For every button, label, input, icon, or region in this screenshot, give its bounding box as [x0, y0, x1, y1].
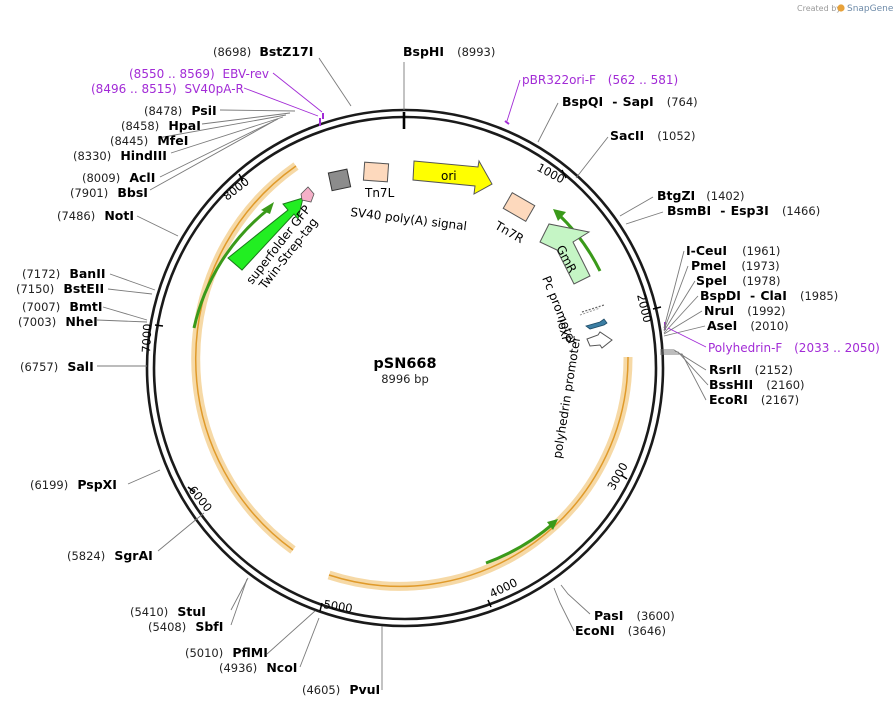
scale-ticks — [154, 169, 662, 612]
orf-arrow-gmr-head — [553, 209, 566, 221]
sv40-polya-feature[interactable] — [327, 168, 352, 192]
orf-arrow-left — [192, 206, 271, 329]
plasmid-name: pSN668 — [373, 356, 436, 372]
site-noti[interactable]: (7486) NotI — [57, 205, 134, 224]
tn7l-feature[interactable] — [362, 161, 390, 183]
site-bsshii[interactable]: BssHII (2160) — [709, 374, 805, 393]
orf-arrow-left-head — [261, 202, 274, 214]
site-mfei[interactable]: (8445) MfeI — [110, 130, 188, 149]
snapgene-brand-text: SnapGene — [847, 4, 894, 14]
primer-polyhedrin-f[interactable]: Polyhedrin-F (2033 .. 2050) — [708, 341, 880, 355]
sv40-polya-label: SV40 poly(A) signal — [350, 205, 468, 233]
site-pasi[interactable]: PasI (3600) — [594, 605, 675, 624]
site-bspdi-clai[interactable]: BspDI - ClaI (1985) — [700, 285, 838, 304]
loxp-label: loxP — [554, 317, 574, 344]
site-ecori[interactable]: EcoRI (2167) — [709, 389, 799, 408]
backbone-outer — [145, 108, 665, 628]
site-econi[interactable]: EcoNI (3646) — [575, 620, 666, 639]
polyhedrin-promoter-label: polyhedrin promoter — [550, 335, 583, 459]
twin-strep-tag-feature[interactable] — [300, 186, 315, 203]
primer-leader-lines — [243, 72, 707, 348]
site-bsteii[interactable]: (7150) BstEII — [16, 278, 104, 297]
orf-arc-right — [327, 356, 633, 591]
site-bstz17i[interactable]: (8698) BstZ17I — [213, 41, 313, 60]
site-bsmbi-esp3i[interactable]: BsmBI - Esp3I (1466) — [667, 200, 820, 219]
primer-pbr322ori-f[interactable]: pBR322ori-F (562 .. 581) — [522, 73, 678, 87]
gmr-feature[interactable] — [539, 223, 591, 285]
tick-label-4000: 4000 — [487, 575, 519, 600]
site-sali[interactable]: (6757) SalI — [20, 356, 94, 375]
site-sacii[interactable]: SacII (1052) — [610, 125, 696, 144]
site-pmei[interactable]: PmeI (1973) — [691, 255, 780, 274]
site-spei[interactable]: SpeI (1978) — [696, 270, 780, 289]
loxp-feature[interactable] — [585, 318, 608, 330]
primer-sv40pa-r[interactable]: (8496 .. 8515) SV40pA-R — [91, 82, 244, 96]
site-i-ceui[interactable]: I-CeuI (1961) — [686, 240, 780, 259]
site-psii[interactable]: (8478) PsiI — [144, 100, 217, 119]
tn7r-label: Tn7R — [492, 218, 527, 246]
ori-feature[interactable] — [412, 159, 493, 195]
superfolder-gfp-feature[interactable] — [227, 197, 304, 271]
site-pspxi[interactable]: (6199) PspXI — [30, 474, 117, 493]
orf-arrow-right-head — [547, 519, 558, 530]
site-bmti[interactable]: (7007) BmtI — [22, 296, 103, 315]
site-acli[interactable]: (8009) AclI — [82, 167, 155, 186]
orf-arrow-right — [485, 521, 555, 565]
tick-label-7000: 7000 — [139, 323, 155, 353]
site-hindiii[interactable]: (8330) HindIII — [73, 145, 167, 164]
site-ncoi[interactable]: (4936) NcoI — [219, 657, 297, 676]
tn7l-label: Tn7L — [364, 186, 395, 200]
primer-ebv-rev[interactable]: (8550 .. 8569) EBV-rev — [129, 67, 269, 81]
site-pvui[interactable]: (4605) PvuI — [302, 679, 380, 698]
ori-label: ori — [441, 169, 457, 183]
plasmid-size: 8996 bp — [381, 372, 429, 386]
site-bsphi[interactable]: BspHI (8993) — [403, 41, 495, 60]
created-by-text: Created by — [797, 4, 841, 13]
site-sbfi[interactable]: (5408) SbfI — [148, 616, 223, 635]
site-stui[interactable]: (5410) StuI — [130, 601, 206, 620]
tick-label-8000: 8000 — [220, 174, 252, 203]
site-nhei[interactable]: (7003) NheI — [18, 311, 98, 330]
polyhedrin-promoter-feature[interactable] — [586, 331, 613, 349]
site-asei[interactable]: AseI (2010) — [707, 315, 789, 334]
site-hpai[interactable]: (8458) HpaI — [121, 115, 201, 134]
site-pflmi[interactable]: (5010) PflMI — [185, 642, 268, 661]
tick-label-2000: 2000 — [634, 292, 655, 324]
site-btgzi[interactable]: BtgZI (1402) — [657, 185, 745, 204]
site-bspqi-sapi[interactable]: BspQI - SapI (764) — [562, 91, 698, 110]
site-sgrai[interactable]: (5824) SgrAI — [67, 545, 153, 564]
site-rsrii[interactable]: RsrII (2152) — [709, 359, 793, 378]
site-nrui[interactable]: NruI (1992) — [704, 300, 786, 319]
pc-promoter-feature[interactable] — [581, 304, 605, 313]
snapgene-logo-icon — [837, 4, 845, 12]
tick-label-5000: 5000 — [323, 597, 354, 615]
leader-lines — [96, 57, 709, 690]
site-banii[interactable]: (7172) BanII — [22, 263, 106, 282]
tn7r-feature[interactable] — [502, 192, 536, 222]
site-bbsi[interactable]: (7901) BbsI — [70, 182, 148, 201]
